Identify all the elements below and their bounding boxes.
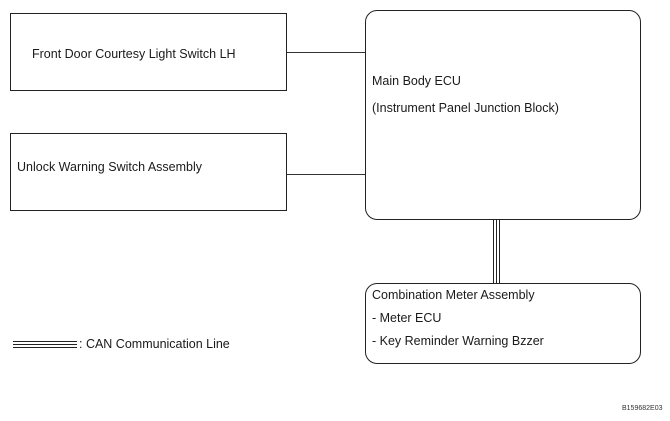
combination-meter-title: Combination Meter Assembly — [372, 288, 535, 302]
main-body-ecu-subtitle: (Instrument Panel Junction Block) — [372, 101, 559, 115]
figure-code: B159682E03 — [622, 405, 663, 412]
wire-unlock-switch-to-ecu — [287, 174, 366, 175]
legend-can-line-symbol — [13, 341, 77, 348]
unlock-warning-switch-box: Unlock Warning Switch Assembly — [10, 133, 287, 211]
combination-meter-item-key-reminder: - Key Reminder Warning Bzzer — [372, 334, 544, 348]
can-communication-line — [493, 219, 500, 284]
wire-front-door-to-ecu — [287, 52, 366, 53]
legend-can-line-label: : CAN Communication Line — [79, 337, 230, 351]
main-body-ecu-box: Main Body ECU (Instrument Panel Junction… — [365, 10, 641, 220]
front-door-courtesy-light-switch-box: Front Door Courtesy Light Switch LH — [10, 13, 287, 91]
combination-meter-assembly-box: Combination Meter Assembly - Meter ECU -… — [365, 283, 641, 364]
main-body-ecu-title: Main Body ECU — [372, 74, 461, 88]
combination-meter-item-meter-ecu: - Meter ECU — [372, 311, 442, 325]
front-door-courtesy-light-switch-label: Front Door Courtesy Light Switch LH — [32, 47, 236, 61]
unlock-warning-switch-label: Unlock Warning Switch Assembly — [17, 160, 203, 174]
